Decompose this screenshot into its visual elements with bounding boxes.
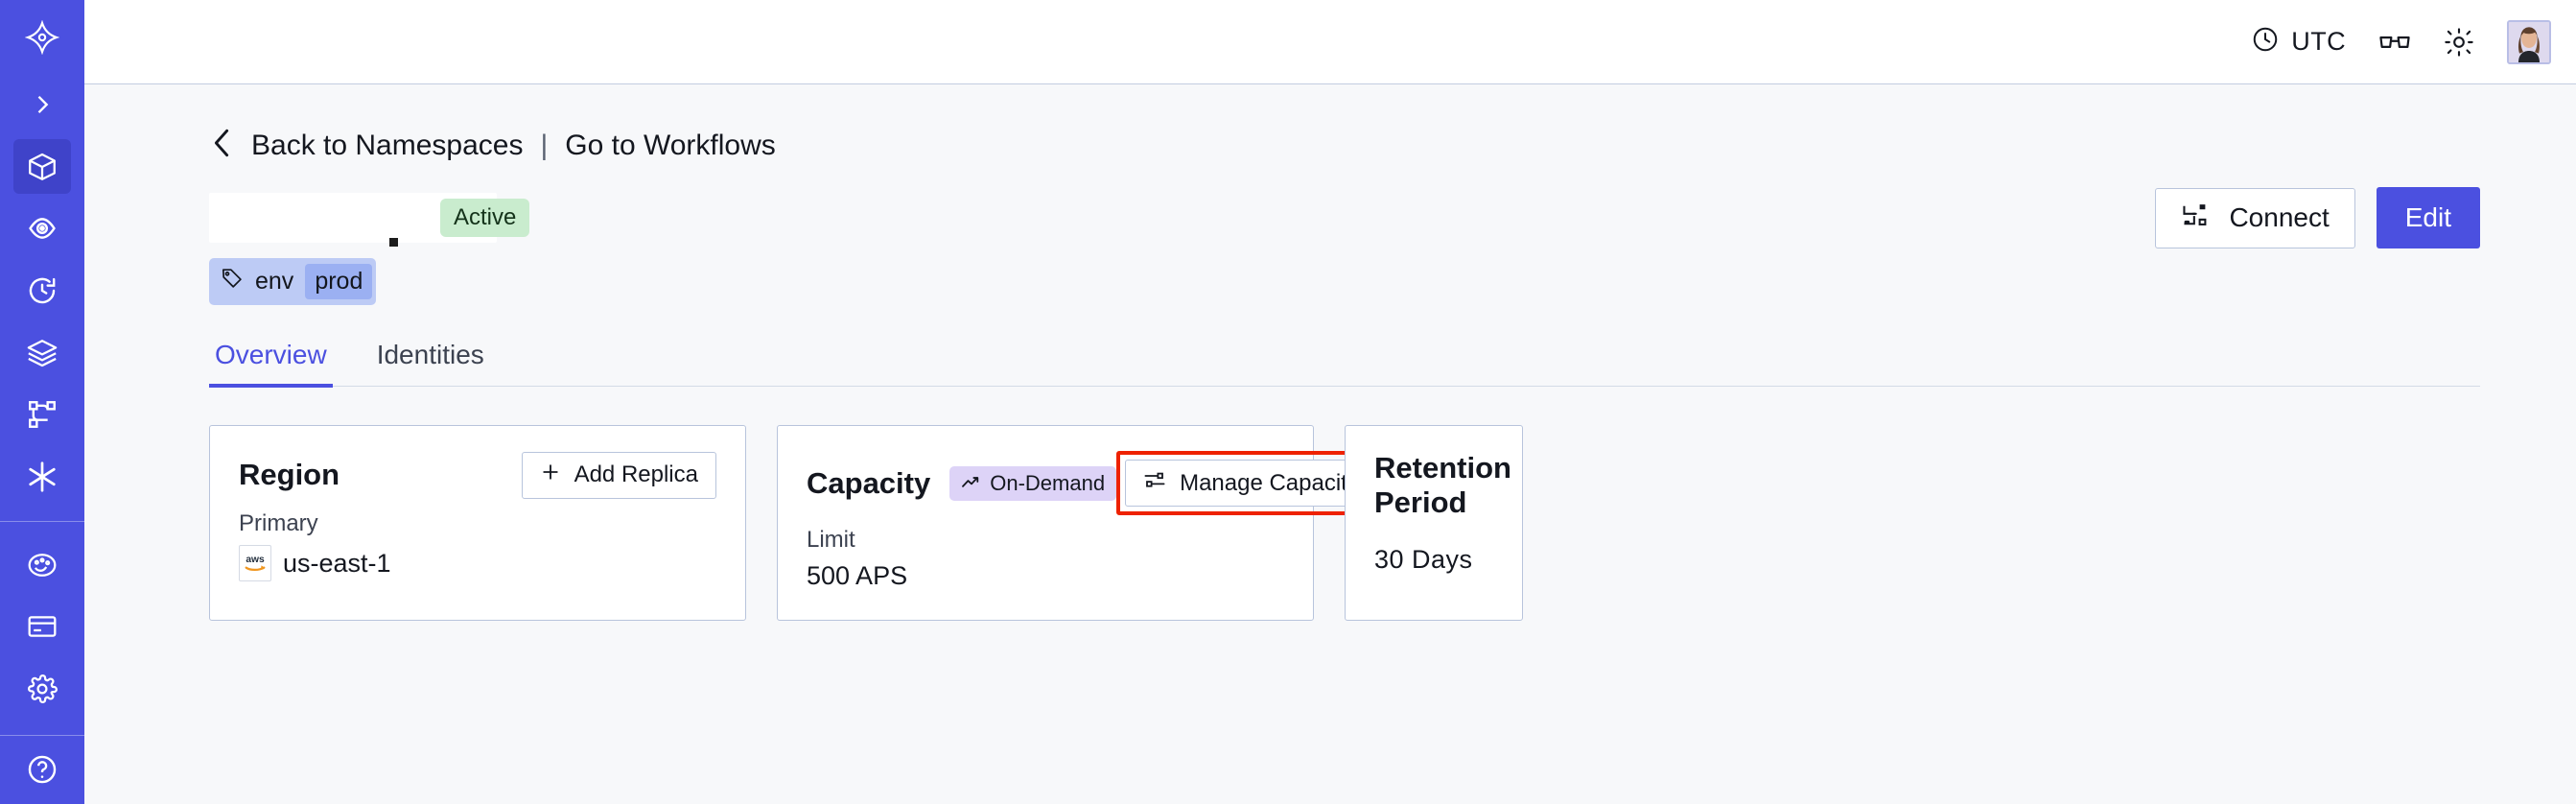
tag-icon xyxy=(221,267,244,296)
region-value: us-east-1 xyxy=(283,548,391,578)
tab-overview[interactable]: Overview xyxy=(209,340,333,388)
breadcrumb: Back to Namespaces | Go to Workflows xyxy=(209,127,2480,164)
help-circle-icon xyxy=(26,753,59,786)
topbar: UTC xyxy=(84,0,2576,84)
region-card-header: Region Add Replica xyxy=(239,451,716,499)
sidebar xyxy=(0,0,84,804)
tab-identities[interactable]: Identities xyxy=(376,340,484,369)
connect-label: Connect xyxy=(2229,202,2330,232)
palette-icon xyxy=(26,549,59,581)
sidebar-item-history[interactable] xyxy=(13,264,71,319)
namespace-header: Active Connect xyxy=(209,187,2480,248)
cube-icon xyxy=(26,151,59,183)
sidebar-item-billing[interactable] xyxy=(13,600,71,654)
sidebar-divider xyxy=(0,521,84,523)
sidebar-item-appearance[interactable] xyxy=(13,537,71,592)
chevron-left-icon xyxy=(209,127,234,164)
sitemap-icon xyxy=(26,398,59,431)
capacity-sub-label: Limit xyxy=(807,527,855,553)
region-card: Region Add Replica xyxy=(209,425,746,621)
billing-card-icon xyxy=(26,610,59,643)
back-label: Back to Namespaces xyxy=(251,129,524,161)
sidebar-item-settings[interactable] xyxy=(13,662,71,717)
back-to-namespaces-link[interactable]: Back to Namespaces xyxy=(209,127,523,164)
capacity-value: 500 APS xyxy=(807,561,908,590)
capacity-mode-label: On-Demand xyxy=(990,470,1106,495)
temporal-logo-icon xyxy=(25,20,59,56)
sidebar-item-expand[interactable] xyxy=(13,78,71,132)
sidebar-item-help[interactable] xyxy=(13,742,71,796)
sidebar-item-namespaces[interactable] xyxy=(13,139,71,195)
trending-up-icon xyxy=(961,471,982,496)
capacity-mode-badge: On-Demand xyxy=(949,465,1117,501)
clock-icon xyxy=(2251,25,2280,59)
region-card-title: Region xyxy=(239,458,340,491)
eye-icon xyxy=(26,212,59,245)
capacity-card: Capacity On-Demand xyxy=(777,425,1386,621)
namespace-tag[interactable]: env prod xyxy=(209,258,377,305)
connect-button[interactable]: Connect xyxy=(2155,187,2355,248)
retention-value: 30 Days xyxy=(1374,545,1473,574)
sidebar-item-integrations[interactable] xyxy=(13,450,71,505)
chevron-right-icon xyxy=(29,91,56,118)
add-replica-label: Add Replica xyxy=(574,461,698,487)
sidebar-item-workflows[interactable] xyxy=(13,388,71,442)
gear-icon xyxy=(26,673,59,705)
sun-icon[interactable] xyxy=(2444,27,2474,58)
capacity-card-title: Capacity xyxy=(807,465,931,500)
region-sub-label: Primary xyxy=(239,510,318,536)
page-content: Back to Namespaces | Go to Workflows Act… xyxy=(84,84,2576,804)
region-value-row: aws us-east-1 xyxy=(239,545,716,581)
sidebar-item-layers[interactable] xyxy=(13,325,71,380)
manage-capacity-label: Manage Capacity xyxy=(1180,469,1359,496)
header-actions: Connect Edit xyxy=(2155,187,2480,248)
timezone-label: UTC xyxy=(2291,27,2346,56)
manage-capacity-button[interactable]: Manage Capacity xyxy=(1125,460,1377,507)
retention-card: Retention Period 30 Days xyxy=(1345,425,1523,621)
main-area: UTC xyxy=(84,0,2576,804)
go-to-workflows-link[interactable]: Go to Workflows xyxy=(565,129,776,161)
region-card-action: Add Replica xyxy=(521,451,716,499)
retention-card-title: Retention Period xyxy=(1374,451,1511,519)
retention-card-header: Retention Period xyxy=(1374,451,1511,520)
connect-flow-icon xyxy=(2181,202,2210,234)
sliders-icon xyxy=(1143,469,1166,497)
overview-cards: Region Add Replica xyxy=(209,425,2480,621)
asterisk-icon xyxy=(25,460,59,494)
layers-icon xyxy=(26,337,59,369)
tab-bar: Overview Identities xyxy=(209,340,2480,388)
plus-icon xyxy=(540,461,561,489)
capacity-card-action: Manage Capacity xyxy=(1116,451,1386,515)
breadcrumb-separator: | xyxy=(540,129,549,161)
manage-capacity-highlight: Manage Capacity xyxy=(1116,451,1386,515)
tag-value: prod xyxy=(305,264,373,299)
svg-text:aws: aws xyxy=(246,555,265,565)
sidebar-item-logo[interactable] xyxy=(13,12,71,64)
glasses-icon[interactable] xyxy=(2378,28,2411,57)
tag-key: env xyxy=(255,268,294,295)
timezone-selector[interactable]: UTC xyxy=(2251,25,2346,59)
edit-button[interactable]: Edit xyxy=(2376,187,2480,248)
capacity-card-header: Capacity On-Demand xyxy=(807,451,1386,515)
title-mark xyxy=(389,238,398,247)
sidebar-item-observability[interactable] xyxy=(13,201,71,256)
tag-row: env prod xyxy=(209,258,2480,305)
aws-logo-icon: aws xyxy=(239,545,271,581)
status-badge: Active xyxy=(440,199,530,237)
sidebar-divider-footer xyxy=(0,735,84,737)
history-clock-icon xyxy=(26,274,59,307)
add-replica-button[interactable]: Add Replica xyxy=(521,451,716,499)
avatar[interactable] xyxy=(2507,19,2551,64)
